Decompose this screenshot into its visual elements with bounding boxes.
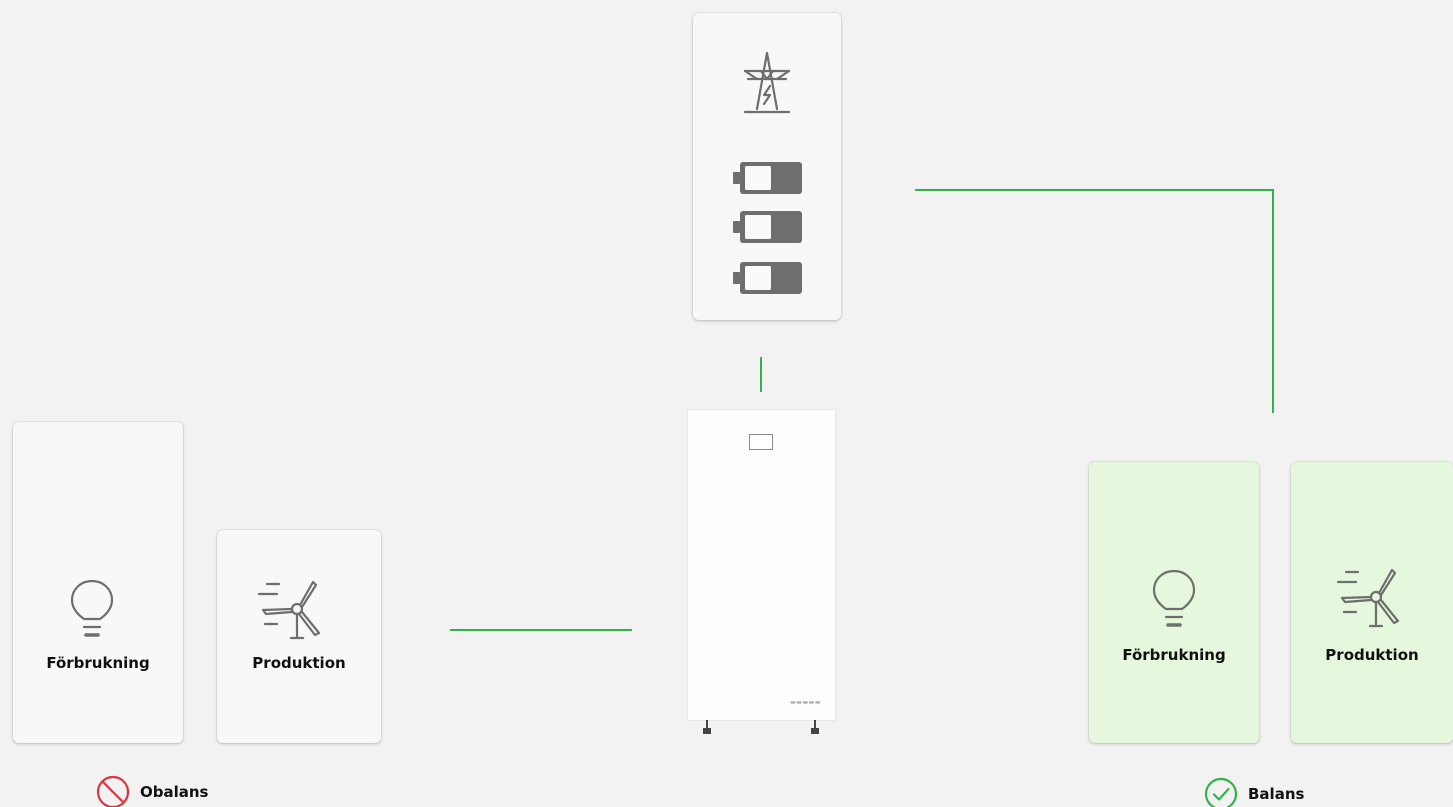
wind-turbine-icon [1336,568,1400,628]
grid-storage-card [693,13,841,320]
balance-status: Balans [1204,777,1304,807]
power-pylon-icon [743,51,791,114]
connector-grid-to-unit [760,357,762,392]
consumption-label: Förbrukning [1122,646,1226,664]
left-consumption-card: Förbrukning [13,422,183,743]
right-consumption-card: Förbrukning [1089,462,1259,743]
battery-icon [733,211,802,243]
battery-icon [733,162,802,194]
unit-foot-left [703,720,711,734]
consumption-label: Förbrukning [46,654,150,672]
battery-storage-unit: ▬▬▬▬▬ [688,410,835,720]
production-label: Produktion [1325,646,1419,664]
unit-foot-right [811,720,819,734]
display-icon [749,434,773,450]
left-production-card: Produktion [217,530,381,743]
lightbulb-icon [70,579,114,637]
check-circle-icon [1204,777,1238,807]
production-label: Produktion [252,654,346,672]
battery-icon [733,262,802,294]
connector-grid-to-right-vertical [1272,189,1274,413]
lightbulb-icon [1152,569,1196,627]
connector-left-to-unit [450,629,632,631]
right-production-card: Produktion [1291,462,1453,743]
connector-grid-to-right-horizontal [915,189,1274,191]
status-text: Balans [1248,785,1305,803]
prohibited-icon [96,775,130,807]
unit-logo: ▬▬▬▬▬ [790,699,821,706]
imbalance-status: Obalans [96,775,208,807]
status-text: Obalans [140,783,209,801]
wind-turbine-icon [257,580,321,640]
